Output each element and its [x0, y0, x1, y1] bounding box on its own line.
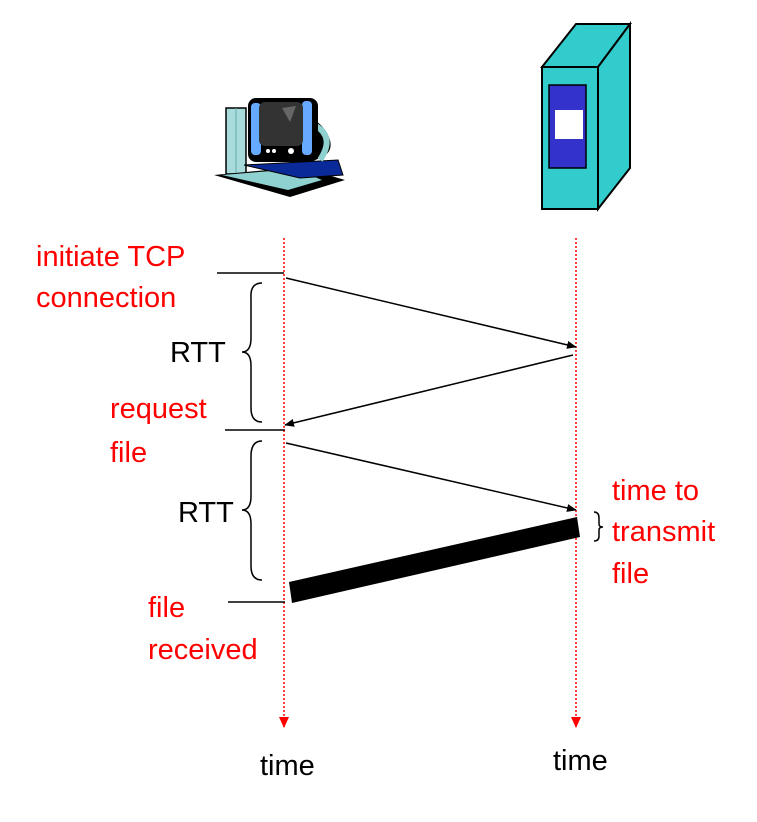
rtt-label-1: RTT [170, 337, 226, 369]
rtt-label-2: RTT [178, 497, 234, 529]
transmit-label-line1: time to [612, 475, 699, 507]
file-transfer-bar [289, 517, 580, 603]
rtt-brace-2 [241, 440, 263, 581]
client-time-label: time [260, 750, 315, 782]
received-label-line2: received [148, 634, 258, 666]
server-tower-icon [539, 20, 632, 212]
request-arrow [285, 442, 577, 512]
transmit-label-line2: transmit [612, 516, 715, 548]
initiate-label-line2: connection [36, 282, 176, 314]
server-time-label: time [553, 745, 608, 777]
received-label-line1: file [148, 592, 185, 624]
request-label-line1: request [110, 393, 207, 425]
request-label-line2: file [110, 437, 147, 469]
initiate-label-line1: initiate TCP [36, 241, 185, 273]
transmit-brace [593, 511, 604, 542]
synack-arrow [284, 354, 574, 427]
rtt-brace-1 [241, 282, 263, 423]
desktop-computer-icon [214, 98, 345, 197]
transmit-label-line3: file [612, 558, 649, 590]
syn-arrow [285, 277, 577, 349]
